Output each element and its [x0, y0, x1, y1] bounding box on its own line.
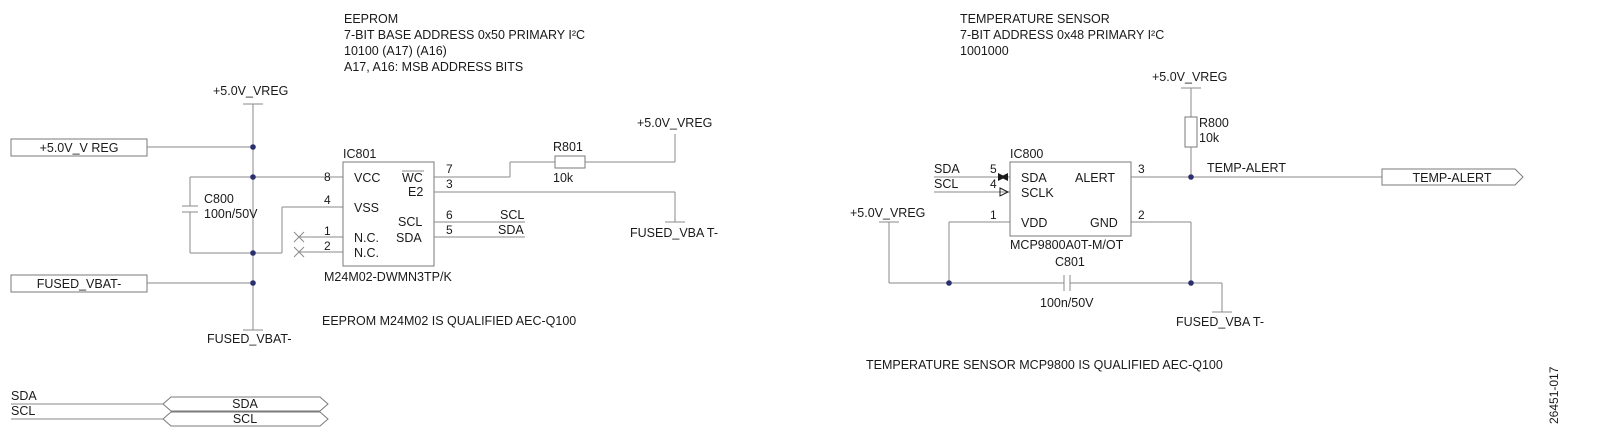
port-vreg-label: +5.0V_V REG: [40, 141, 119, 155]
ic800-pinnum-3: 3: [1138, 162, 1145, 176]
ic800-pinnum-1: 1: [990, 208, 997, 222]
ic801-pin-wc: WC: [402, 171, 423, 185]
temp-note-title: TEMPERATURE SENSOR: [960, 12, 1110, 26]
ic800-pinnum-5: 5: [990, 162, 997, 176]
vbat-label-eeprom: FUSED_VBAT-: [207, 332, 292, 346]
ic801-pin-vss: VSS: [354, 201, 379, 215]
ic801-pinnum-8: 8: [324, 170, 331, 184]
temp-alert-net: TEMP-ALERT: [1207, 161, 1286, 175]
ic800-pinnum-4: 4: [990, 177, 997, 191]
r800-ref: R800: [1199, 116, 1229, 130]
eeprom-notes: EEPROM 7-BIT BASE ADDRESS 0x50 PRIMARY I…: [344, 12, 585, 74]
ic801-pinnum-3: 3: [446, 177, 453, 191]
c801-ref: C801: [1055, 255, 1085, 269]
vbat-label-temp: FUSED_VBA T-: [1176, 315, 1264, 329]
r801-ref: R801: [553, 140, 583, 154]
ic800-pin-alert: ALERT: [1075, 171, 1115, 185]
bus-port-scl: SCL: [233, 412, 257, 426]
eeprom-qualified-note: EEPROM M24M02 IS QUALIFIED AEC-Q100: [322, 314, 576, 328]
port-vreg: +5.0V_V REG: [10, 138, 148, 157]
r801-value: 10k: [553, 171, 574, 185]
eeprom-note-title: EEPROM: [344, 12, 398, 26]
ic801-pinnum-7: 7: [446, 162, 453, 176]
eeprom-note-address: 7-BIT BASE ADDRESS 0x50 PRIMARY I²C: [344, 28, 585, 42]
ic801-pinnum-6: 6: [446, 208, 453, 222]
ic800-pinnum-2: 2: [1138, 208, 1145, 222]
eeprom-net-sda: SDA: [498, 223, 524, 237]
temp-notes: TEMPERATURE SENSOR 7-BIT ADDRESS 0x48 PR…: [960, 12, 1164, 58]
temp-wiring: [879, 87, 1382, 313]
ic801-eeprom: IC801 VCC VSS N.C. N.C. WC E2 SCL SDA 8 …: [324, 147, 453, 284]
figure-id: 26451-017: [1547, 366, 1561, 424]
i2c-bus: SDA SCL SDA SCL: [11, 389, 329, 427]
temp-note-bits: 1001000: [960, 44, 1009, 58]
port-temp-alert-label: TEMP-ALERT: [1413, 171, 1492, 185]
temp-note-address: 7-BIT ADDRESS 0x48 PRIMARY I²C: [960, 28, 1164, 42]
eeprom-note-bits: 10100 (A17) (A16): [344, 44, 447, 58]
ic801-pin-nc1: N.C.: [354, 231, 379, 245]
ic800-pin-vdd: VDD: [1021, 216, 1047, 230]
vreg-label-ic800: +5.0V_VREG: [850, 206, 925, 220]
c800-ref: C800: [204, 192, 234, 206]
port-vbat: FUSED_VBAT-: [10, 274, 148, 293]
ic801-pin-e2: E2: [408, 185, 423, 199]
ic800-pin-sda: SDA: [1021, 171, 1047, 185]
ic801-pin-vcc: VCC: [354, 171, 380, 185]
eeprom-left-wiring: +5.0V_VREG FUSED_VBAT-: [147, 84, 343, 346]
temp-net-sda: SDA: [934, 162, 960, 176]
eeprom-right-wiring: [434, 134, 685, 238]
vreg-label-eeprom: +5.0V_VREG: [213, 84, 288, 98]
ic801-ref: IC801: [343, 147, 376, 161]
ic800-pin-sclk: SCLK: [1021, 186, 1054, 200]
port-temp-alert: TEMP-ALERT: [1381, 168, 1524, 186]
ic801-pinnum-5: 5: [446, 223, 453, 237]
temp-net-scl: SCL: [934, 177, 958, 191]
eeprom-note-msb: A17, A16: MSB ADDRESS BITS: [344, 60, 523, 74]
temp-qualified-note: TEMPERATURE SENSOR MCP9800 IS QUALIFIED …: [866, 358, 1223, 372]
ic800-pin-gnd: GND: [1090, 216, 1118, 230]
bus-label-scl: SCL: [11, 404, 35, 418]
vbat-label-e2: FUSED_VBA T-: [630, 226, 718, 240]
ic801-part: M24M02-DWMN3TP/K: [324, 270, 452, 284]
vreg-label-r801: +5.0V_VREG: [637, 116, 712, 130]
ic800-ref: IC800: [1010, 147, 1043, 161]
port-vbat-label: FUSED_VBAT-: [37, 277, 122, 291]
ic800-part: MCP9800A0T-M/OT: [1010, 238, 1124, 252]
ic800-temp-sensor: IC800 SDA SCLK VDD ALERT GND 5 4 1 3 2 M…: [990, 147, 1145, 252]
vreg-label-r800: +5.0V_VREG: [1152, 70, 1227, 84]
c800-value: 100n/50V: [204, 207, 258, 221]
ic801-pinnum-1: 1: [324, 224, 331, 238]
bus-port-sda: SDA: [232, 397, 258, 411]
ic801-pin-nc2: N.C.: [354, 246, 379, 260]
ic801-pin-scl: SCL: [398, 215, 422, 229]
r800-value: 10k: [1199, 131, 1220, 145]
ic801-pinnum-4: 4: [324, 193, 331, 207]
ic801-pin-sda: SDA: [396, 231, 422, 245]
eeprom-net-scl: SCL: [500, 208, 524, 222]
ic801-pinnum-2: 2: [324, 239, 331, 253]
bus-label-sda: SDA: [11, 389, 37, 403]
c801-value: 100n/50V: [1040, 296, 1094, 310]
